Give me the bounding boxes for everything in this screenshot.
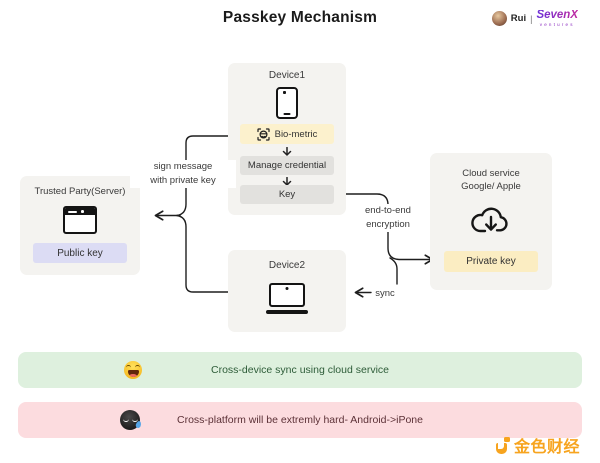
cloud-download-icon <box>471 207 508 233</box>
brand-logo: SevenX ventures <box>536 9 578 27</box>
manage-credential-label: Manage credential <box>247 160 327 171</box>
author-name: Rui <box>510 13 527 24</box>
golden-finance-watermark: 金色财经 <box>495 433 580 457</box>
trusted-party-label: Trusted Party(Server) <box>34 186 126 197</box>
private-key-label: Private key <box>466 256 516 267</box>
cloud-service-box: Cloud service Google/ Apple Private key <box>430 153 552 290</box>
arrow-down-icon <box>282 147 292 156</box>
positive-note-banner: Cross-device sync using cloud service <box>18 352 582 388</box>
e2e-line2: encryption <box>366 218 410 230</box>
laughing-emoji <box>124 361 142 379</box>
negative-note-text: Cross-platform will be extremly hard- An… <box>177 414 423 426</box>
device2-label: Device2 <box>268 260 306 271</box>
brand-tagline: ventures <box>539 21 575 27</box>
positive-note-text: Cross-device sync using cloud service <box>211 364 389 376</box>
author-badge: Rui | SevenX ventures <box>491 9 578 27</box>
e2e-encryption-label: end-to-end encryption <box>352 204 424 232</box>
sign-message-line1: sign message <box>153 161 213 172</box>
key-chip-label: Key <box>278 189 296 200</box>
golden-finance-text: 金色财经 <box>513 437 580 456</box>
device2-box: Device2 <box>228 250 346 332</box>
laptop-icon <box>266 283 308 314</box>
trusted-party-box: Trusted Party(Server) Public key <box>20 176 140 275</box>
brand-name: SevenX <box>536 9 578 21</box>
sync-label: sync <box>372 287 398 301</box>
cloud-service-label-line2: Google/ Apple <box>461 181 521 193</box>
face-scan-icon <box>257 127 270 141</box>
edge-device2-to-junction <box>176 214 229 293</box>
key-chip: Key <box>240 185 334 204</box>
crying-dark-emoji <box>120 410 142 430</box>
device1-label: Device1 <box>268 70 306 81</box>
header-divider: | <box>530 13 533 24</box>
public-key-label: Public key <box>57 247 103 259</box>
edge-sync-stub <box>389 257 398 285</box>
manage-credential-chip: Manage credential <box>240 156 334 175</box>
sign-message-label: sign message with private key <box>130 160 236 188</box>
device1-box: Device1 Bio-metric Manage credential <box>228 63 346 215</box>
e2e-line1: end-to-end <box>365 205 411 216</box>
golden-finance-icon <box>495 436 511 454</box>
smartphone-icon <box>276 87 298 119</box>
server-browser-icon <box>63 206 97 234</box>
public-key-chip: Public key <box>33 243 127 263</box>
sign-message-line2: with private key <box>150 174 216 186</box>
page-title: Passkey Mechanism <box>222 9 378 26</box>
cloud-service-label-line1: Cloud service <box>462 168 520 179</box>
negative-note-banner: Cross-platform will be extremly hard- An… <box>18 402 582 438</box>
private-key-chip: Private key <box>444 251 538 272</box>
biometric-chip-label: Bio-metric <box>274 128 318 140</box>
author-avatar <box>491 11 507 26</box>
cloud-service-label: Cloud service Google/ Apple <box>430 167 552 194</box>
biometric-chip: Bio-metric <box>240 124 334 144</box>
